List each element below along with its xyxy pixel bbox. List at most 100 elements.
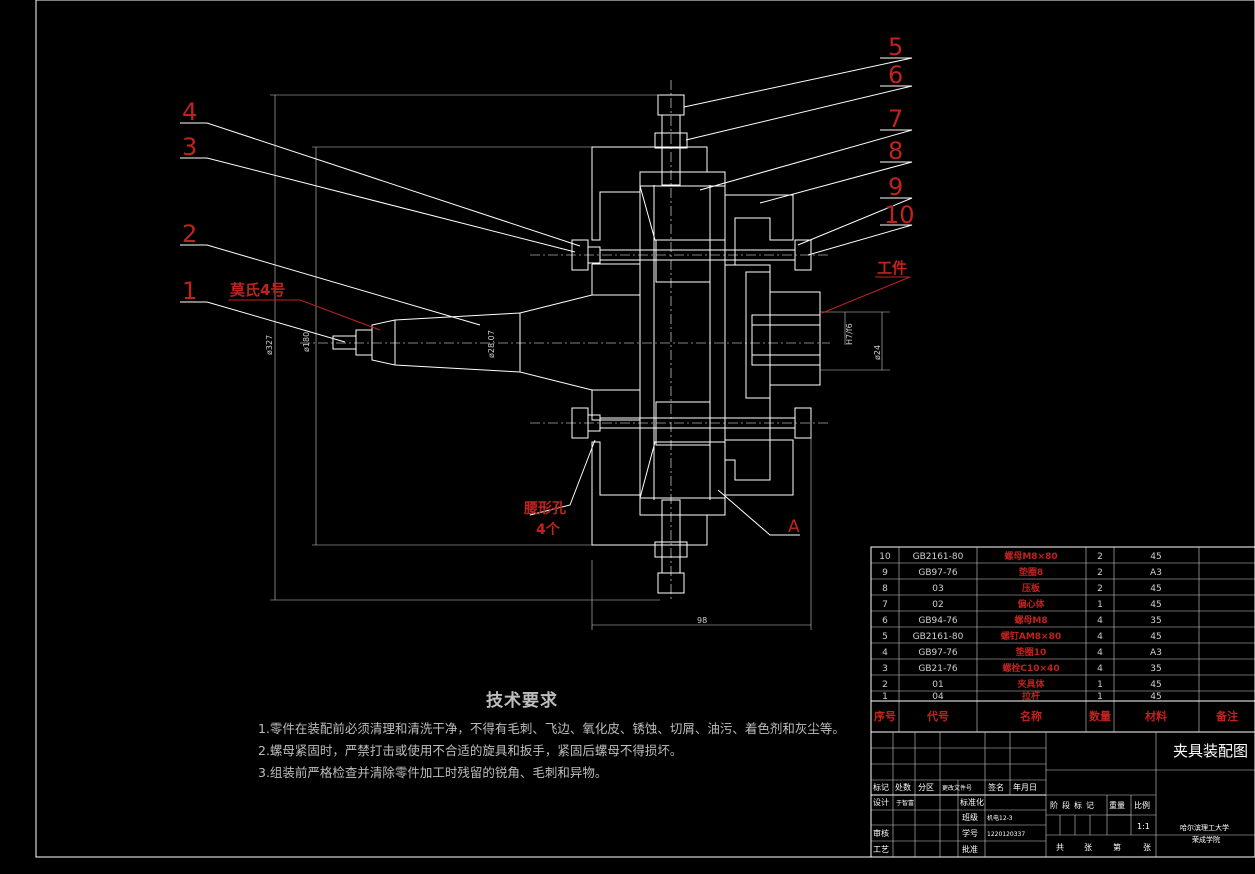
svg-text:03: 03 xyxy=(932,584,943,594)
svg-text:螺母M8×80: 螺母M8×80 xyxy=(1004,550,1057,562)
svg-text:45: 45 xyxy=(1150,552,1161,562)
dim-length: 98 xyxy=(697,616,707,625)
dim-taper-dia: ø28.07 xyxy=(487,330,496,358)
pressure-plate-lower xyxy=(724,439,794,496)
bom-row: 7 02 偏心体 1 45 xyxy=(882,598,1162,610)
callout-6: 6 xyxy=(888,61,903,89)
svg-text:1: 1 xyxy=(1097,680,1103,690)
label-taper: 莫氏4号 xyxy=(230,281,285,299)
svg-text:02: 02 xyxy=(932,600,943,610)
rev-col-zone: 分区 xyxy=(918,783,934,792)
callout-2: 2 xyxy=(182,220,197,248)
svg-text:螺栓C10×40: 螺栓C10×40 xyxy=(1002,662,1059,674)
svg-text:10: 10 xyxy=(879,552,891,562)
svg-text:垫圈8: 垫圈8 xyxy=(1019,566,1043,578)
svg-text:1: 1 xyxy=(1097,692,1103,702)
body-cavity xyxy=(639,171,726,516)
svg-text:9: 9 xyxy=(882,568,888,578)
svg-text:GB97-76: GB97-76 xyxy=(918,648,958,658)
bom-row: 4 GB97-76 垫圈10 4 A3 xyxy=(882,646,1162,658)
svg-text:备注: 备注 xyxy=(1215,709,1238,723)
label-workpiece: 工件 xyxy=(877,259,907,277)
review-label: 审核 xyxy=(873,828,889,838)
svg-text:45: 45 xyxy=(1150,692,1161,702)
class-value: 机电12-3 xyxy=(987,814,1013,822)
svg-text:01: 01 xyxy=(932,680,943,690)
callout-10: 10 xyxy=(884,201,915,229)
dim-bore-dia: ø24 xyxy=(873,345,882,360)
bom-row: 8 03 压板 2 45 xyxy=(882,582,1162,594)
approve-label: 批准 xyxy=(962,844,978,854)
rev-col-mark: 标记 xyxy=(873,782,889,792)
svg-text:拉杆: 拉杆 xyxy=(1022,690,1040,702)
fixture-section-view xyxy=(300,80,830,600)
bom-rows: 10 GB2161-80 螺母M8×80 2 45 9 GB97-76 垫圈8 … xyxy=(874,550,1238,723)
bom-row: 6 GB94-76 螺母M8 4 35 xyxy=(882,614,1162,626)
callout-9: 9 xyxy=(888,173,903,201)
bom-row: 1 04 拉杆 1 45 xyxy=(882,690,1162,702)
dim-bore-fit: H7/f6 xyxy=(845,323,854,345)
class-label: 班级 xyxy=(962,812,978,822)
svg-text:2: 2 xyxy=(1097,568,1103,578)
bom-header: 序号 代号 名称 数量 材料 备注 xyxy=(874,709,1238,723)
svg-text:GB97-76: GB97-76 xyxy=(918,568,958,578)
svg-text:4: 4 xyxy=(1097,648,1103,658)
label-slot-count: 4个 xyxy=(536,521,561,538)
svg-text:7: 7 xyxy=(882,600,888,610)
svg-text:A3: A3 xyxy=(1150,568,1162,578)
svg-text:GB94-76: GB94-76 xyxy=(918,616,958,626)
school-name: 哈尔滨理工大学 xyxy=(1180,823,1229,832)
label-a: A xyxy=(788,517,800,537)
svg-text:45: 45 xyxy=(1150,584,1161,594)
bom-row: 3 GB21-76 螺栓C10×40 4 35 xyxy=(882,662,1162,674)
svg-text:压板: 压板 xyxy=(1022,582,1041,594)
designer-name: 于智富 xyxy=(896,799,914,807)
svg-text:8: 8 xyxy=(882,584,888,594)
svg-text:2: 2 xyxy=(1097,552,1103,562)
bom-row: 10 GB2161-80 螺母M8×80 2 45 xyxy=(879,550,1161,562)
callout-7: 7 xyxy=(888,105,903,133)
svg-text:4: 4 xyxy=(1097,616,1103,626)
svg-text:35: 35 xyxy=(1150,616,1161,626)
clamp-body-upper-flange xyxy=(591,263,641,296)
svg-text:偏心体: 偏心体 xyxy=(1017,598,1045,610)
svg-text:名称: 名称 xyxy=(1020,709,1042,723)
bom-row: 5 GB2161-80 螺钉AM8×80 4 45 xyxy=(882,630,1162,642)
callout-5: 5 xyxy=(888,33,903,61)
callout-leaders xyxy=(180,57,913,536)
callout-8: 8 xyxy=(888,137,903,165)
svg-text:代号: 代号 xyxy=(926,709,949,723)
tech-requirement-item: 3.组装前严格检查并清除零件加工时残留的锐角、毛刺和异物。 xyxy=(258,765,608,780)
callout-3: 3 xyxy=(182,133,197,161)
clamp-body-lower xyxy=(591,441,708,546)
tech-requirements: 技术要求 1.零件在装配前必须清理和清洗干净，不得有毛刺、飞边、氧化皮、锈蚀、切… xyxy=(258,690,845,784)
pull-rod xyxy=(371,312,521,373)
drawing-frame xyxy=(35,0,1255,858)
dimension-lines xyxy=(270,94,890,630)
bom-row: 9 GB97-76 垫圈8 2 A3 xyxy=(882,566,1162,578)
clamp-body-upper xyxy=(591,146,708,241)
pressure-plate-upper xyxy=(724,194,794,266)
svg-text:3: 3 xyxy=(882,664,888,674)
stage-label: 阶段标记 xyxy=(1050,800,1098,810)
designer-label: 设计 xyxy=(873,797,889,807)
sheet-index-label: 第 xyxy=(1113,842,1121,852)
svg-text:2: 2 xyxy=(882,680,888,690)
callout-4: 4 xyxy=(182,98,197,126)
svg-text:4: 4 xyxy=(882,648,888,658)
svg-text:螺钉AM8×80: 螺钉AM8×80 xyxy=(1001,630,1061,642)
workpiece xyxy=(745,271,821,399)
svg-text:GB2161-80: GB2161-80 xyxy=(913,552,964,562)
rev-col-sign: 签名 xyxy=(988,782,1004,792)
sheet-unit-1: 张 xyxy=(1084,843,1092,852)
rev-col-count: 处数 xyxy=(895,782,911,792)
svg-text:45: 45 xyxy=(1150,600,1161,610)
label-slot: 腰形孔 xyxy=(523,500,566,517)
title-block xyxy=(870,731,1255,858)
dim-shank-dia: ø180 xyxy=(302,332,311,352)
eccentric-body xyxy=(639,185,726,241)
sheet-total-label: 共 xyxy=(1056,843,1064,852)
standard-label: 标准化 xyxy=(960,797,984,807)
svg-text:材料: 材料 xyxy=(1145,709,1167,723)
